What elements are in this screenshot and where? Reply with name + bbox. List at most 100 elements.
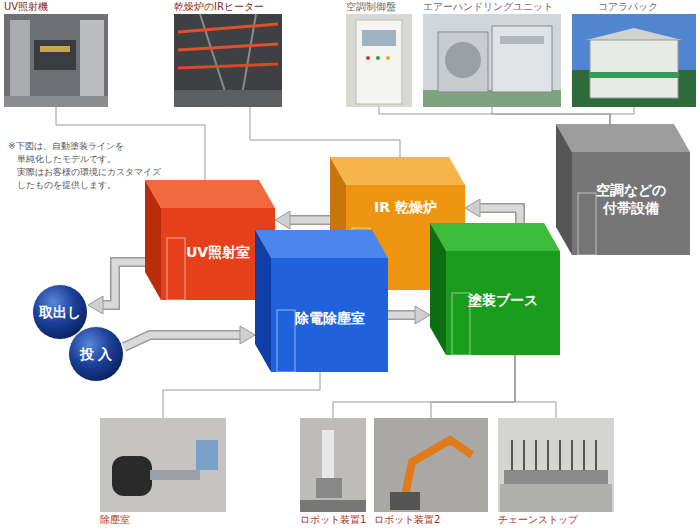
door-outline	[277, 310, 295, 372]
leader-path	[492, 107, 610, 124]
photo-vent	[500, 36, 544, 44]
photo-box: 除塵室	[100, 418, 226, 512]
leader-line	[163, 372, 320, 418]
door-outline	[452, 293, 470, 355]
photo-stripe	[590, 72, 678, 78]
photo-bg	[174, 14, 282, 107]
cube-top	[145, 180, 275, 208]
process-cube: 塗装ブース	[430, 223, 560, 355]
photo-caption: ロボット装置1	[300, 514, 366, 526]
photo-building	[590, 40, 678, 98]
terminal-disc	[33, 285, 88, 340]
arrow-head	[240, 326, 255, 344]
photo-bg	[300, 418, 366, 512]
photo-box: エアーハンドリングユニット	[423, 14, 561, 107]
photo-caption: チェーンストップ	[498, 514, 578, 526]
photo-box: 乾燥炉のIRヒーター	[174, 14, 282, 107]
leader-path	[431, 355, 515, 418]
photo-rods	[512, 440, 596, 470]
photo-conveyor	[504, 470, 608, 484]
band-outline	[478, 208, 520, 223]
cube-top	[430, 223, 560, 251]
photo-roof	[586, 28, 682, 40]
process-cube: 除電除塵室	[255, 230, 388, 372]
photo-housing	[500, 484, 612, 512]
photo-box: UV照射機	[4, 14, 108, 107]
photo-caption: ロボット装置2	[374, 514, 440, 526]
photo-floor	[4, 96, 108, 107]
cube-front	[271, 258, 388, 372]
leader-path	[515, 355, 556, 418]
leader-line	[492, 107, 610, 124]
band-fill	[101, 262, 145, 305]
process-label: 塗装ブース	[468, 291, 538, 309]
photo-machine	[34, 40, 76, 70]
photo-display	[362, 30, 396, 46]
leader-path	[250, 107, 400, 157]
photo-caption: コアラパック	[598, 1, 658, 13]
photo-machine	[438, 32, 488, 92]
leader-line	[379, 107, 610, 124]
photo-panel	[10, 20, 30, 107]
photo-caption: 除塵室	[100, 514, 130, 526]
photo-lamp	[376, 56, 380, 60]
photo-floor	[300, 500, 366, 512]
photo-bg	[374, 418, 488, 512]
photo-panel	[80, 20, 104, 107]
photo-lamp	[366, 56, 370, 60]
band-fill	[124, 335, 242, 347]
band-fill	[478, 208, 520, 223]
photo-lamp	[40, 46, 70, 52]
photo-robot-base	[316, 478, 342, 498]
photo-box: コアラパック	[572, 14, 696, 107]
photo-floor	[423, 90, 561, 107]
cube-shape	[430, 223, 560, 355]
photo-heater	[178, 24, 278, 32]
process-label: UV照射室	[186, 243, 250, 261]
photo-part	[196, 440, 218, 470]
photo-caption: 空調制御盤	[346, 1, 396, 13]
photo-floor	[174, 90, 282, 107]
leader-path	[610, 107, 634, 124]
leader-line	[515, 355, 556, 418]
arrow-head	[275, 211, 290, 229]
photo-caption: UV照射機	[4, 1, 48, 13]
photo-box: ロボット装置1	[300, 418, 366, 512]
photo-heater	[178, 64, 278, 68]
leader-path	[379, 107, 610, 124]
photo-box: 空調制御盤	[346, 14, 412, 107]
photo-box: ロボット装置2	[374, 418, 488, 512]
cube-side	[556, 124, 572, 255]
photo-lamp	[386, 56, 390, 60]
band-outline	[101, 262, 145, 305]
cube-top	[330, 157, 465, 185]
terminal-label: 投 入	[80, 346, 113, 363]
photo-caption: エアーハンドリングユニット	[423, 1, 553, 13]
photo-bg	[4, 14, 108, 107]
photo-caption: 乾燥炉のIRヒーター	[174, 1, 264, 13]
leader-line	[250, 107, 400, 157]
flow-arrow	[388, 306, 430, 324]
band-fill	[288, 217, 330, 224]
door-outline	[167, 238, 185, 300]
photo-robot	[405, 440, 472, 496]
photo-brush	[112, 456, 152, 496]
photo-bg	[100, 418, 226, 512]
process-label: 除電除塵室	[295, 309, 365, 327]
band-outline	[124, 335, 242, 347]
cube-top	[556, 124, 690, 152]
process-cube: 空調などの 付帯設備	[556, 124, 690, 255]
arrow-head	[415, 306, 430, 324]
cube-side	[145, 180, 161, 300]
leader-line	[610, 107, 634, 124]
photo-sky	[572, 14, 696, 107]
photo-cabinet	[356, 20, 402, 104]
cube-side	[430, 223, 446, 355]
cube-front	[446, 251, 560, 355]
process-label: 空調などの 付帯設備	[596, 181, 666, 217]
flow-arrow	[88, 262, 145, 314]
photo-bg	[498, 418, 614, 512]
cube-side	[255, 230, 271, 372]
flow-arrow	[275, 211, 330, 229]
arrow-head	[465, 199, 480, 217]
